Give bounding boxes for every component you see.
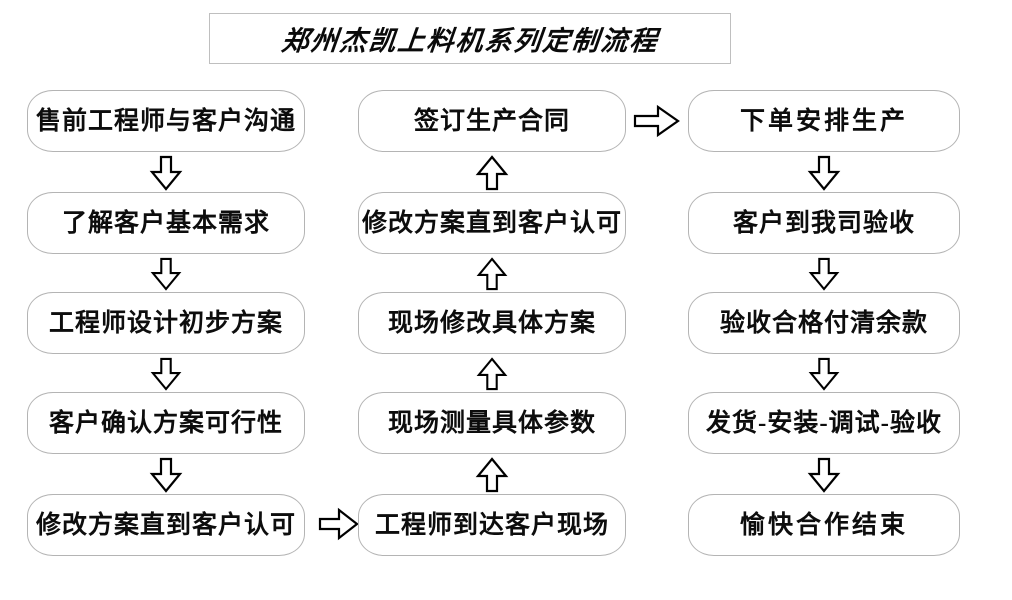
node-sign-production-contract[interactable]: 签订生产合同 <box>358 90 626 152</box>
node-label: 现场修改具体方案 <box>387 309 596 337</box>
node-label: 了解客户基本需求 <box>61 209 270 237</box>
node-label: 下单安排生产 <box>739 107 908 135</box>
diagram-title-box: 郑州杰凯上料机系列定制流程 <box>209 13 731 64</box>
node-label: 客户到我司验收 <box>732 209 915 237</box>
node-pleasant-cooperation-end[interactable]: 愉快合作结束 <box>688 494 960 556</box>
node-pay-balance-after-acceptance[interactable]: 验收合格付清余款 <box>688 292 960 354</box>
node-label: 售前工程师与客户沟通 <box>35 107 296 135</box>
arrow-down-icon <box>150 257 182 291</box>
arrow-right-icon <box>633 104 680 138</box>
node-label: 修改方案直到客户认可 <box>361 209 622 237</box>
node-customer-confirms-feasibility[interactable]: 客户确认方案可行性 <box>27 392 305 454</box>
node-revise-until-approved-2[interactable]: 修改方案直到客户认可 <box>358 192 626 254</box>
diagram-title: 郑州杰凯上料机系列定制流程 <box>279 26 660 56</box>
arrow-down-icon <box>807 155 841 191</box>
arrow-down-icon <box>149 457 183 493</box>
node-place-order-schedule-production[interactable]: 下单安排生产 <box>688 90 960 152</box>
node-label: 发货-安装-调试-验收 <box>706 409 942 437</box>
arrow-up-icon <box>475 155 509 191</box>
node-on-site-measure-parameters[interactable]: 现场测量具体参数 <box>358 392 626 454</box>
node-ship-install-debug-accept[interactable]: 发货-安装-调试-验收 <box>688 392 960 454</box>
node-engineer-arrives-on-site[interactable]: 工程师到达客户现场 <box>358 494 626 556</box>
arrow-down-icon <box>808 357 840 391</box>
arrow-up-icon <box>476 357 508 391</box>
node-label: 修改方案直到客户认可 <box>35 511 296 539</box>
node-label: 现场测量具体参数 <box>387 409 596 437</box>
node-on-site-revise-plan[interactable]: 现场修改具体方案 <box>358 292 626 354</box>
arrow-down-icon <box>149 155 183 191</box>
node-understand-customer-needs[interactable]: 了解客户基本需求 <box>27 192 305 254</box>
node-revise-until-approved-1[interactable]: 修改方案直到客户认可 <box>27 494 305 556</box>
node-label: 工程师设计初步方案 <box>48 309 283 337</box>
node-label: 签订生产合同 <box>413 107 570 135</box>
node-label: 客户确认方案可行性 <box>48 409 283 437</box>
node-label: 验收合格付清余款 <box>719 309 928 337</box>
arrow-up-icon <box>475 457 509 493</box>
arrow-right-icon <box>318 507 359 541</box>
node-engineer-preliminary-design[interactable]: 工程师设计初步方案 <box>27 292 305 354</box>
arrow-down-icon <box>150 357 182 391</box>
node-label: 工程师到达客户现场 <box>374 511 609 539</box>
arrow-down-icon <box>807 457 841 493</box>
arrow-down-icon <box>808 257 840 291</box>
arrow-up-icon <box>476 257 508 291</box>
node-customer-acceptance-at-our-company[interactable]: 客户到我司验收 <box>688 192 960 254</box>
node-label: 愉快合作结束 <box>739 511 908 539</box>
node-pre-sales-engineer-communication[interactable]: 售前工程师与客户沟通 <box>27 90 305 152</box>
